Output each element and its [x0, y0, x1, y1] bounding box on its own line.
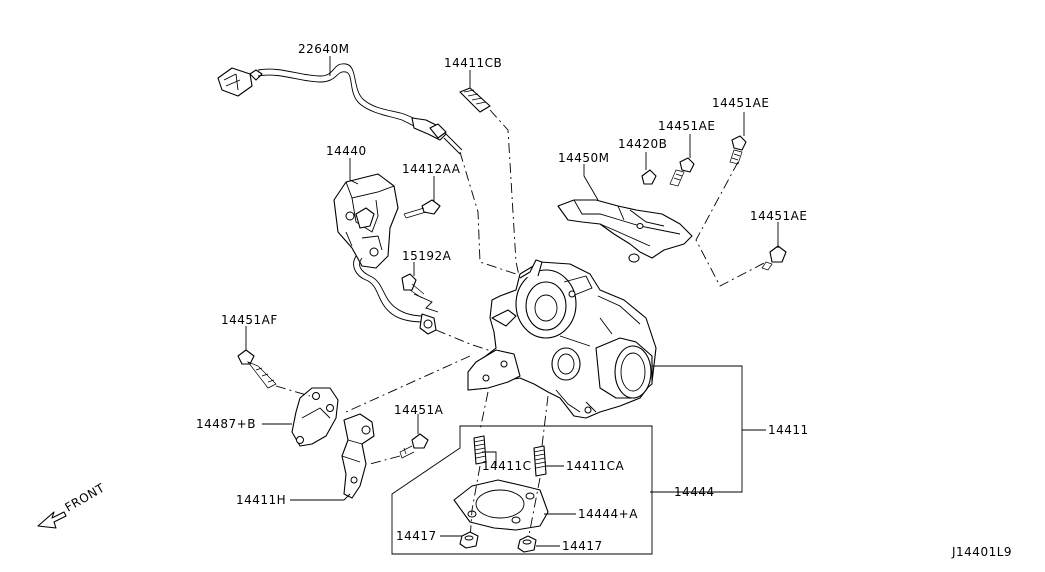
label-gasket[interactable]: 14444+A [578, 507, 638, 521]
actuator-dash-line [435, 329, 495, 353]
label-shield-bolt-3[interactable]: 14451AE [750, 209, 807, 223]
label-sensor[interactable]: 22640M [298, 42, 350, 56]
label-actuator[interactable]: 14440 [326, 144, 367, 158]
gasket-kit-frame [391, 425, 653, 555]
nut-right[interactable] [517, 535, 537, 553]
shield-dash-line [695, 161, 767, 287]
gasket-dash-left [469, 465, 481, 541]
label-heat-shield[interactable]: 14450M [558, 151, 610, 165]
bracket-lower[interactable] [341, 413, 375, 499]
stud-lower-right[interactable] [533, 445, 547, 477]
bracket-bolt-long[interactable] [237, 349, 277, 389]
banjo-bolt[interactable] [401, 273, 425, 299]
banjo-bolt-zigzag [413, 293, 439, 313]
turbo-dash-lower-1 [479, 391, 489, 431]
label-stud-top[interactable]: 14411CB [444, 56, 502, 70]
label-bolt-mid[interactable]: 14451A [394, 403, 444, 417]
label-actuator-bolt[interactable]: 14412AA [402, 162, 461, 176]
diagram-id: J14401L9 [951, 545, 1012, 559]
label-bracket[interactable]: 14487+B [196, 417, 256, 431]
front-label: FRONT [63, 481, 108, 515]
stud-top-dash-line [489, 109, 521, 281]
label-turbocharger[interactable]: 14411 [768, 423, 809, 437]
heat-shield[interactable] [557, 199, 693, 263]
label-bolt-left[interactable]: 14451AF [221, 313, 278, 327]
shield-bolt-left[interactable] [669, 157, 695, 187]
bracket-bolt-dash-line [275, 385, 311, 397]
gasket[interactable] [453, 479, 549, 531]
label-stud-lower-1[interactable]: 14411C [482, 459, 532, 473]
stud-lower-left[interactable] [473, 435, 487, 465]
bracket-bolt-short[interactable] [399, 433, 429, 459]
nut-left[interactable] [459, 531, 479, 549]
shield-bolt-top[interactable] [729, 135, 747, 165]
label-nut-2[interactable]: 14417 [562, 539, 603, 553]
callout-labels: 22640M 14411CB 14440 14412AA 15192A 1445… [196, 42, 1012, 559]
stud-top[interactable] [459, 87, 491, 113]
front-arrow: FRONT [37, 481, 108, 529]
turbocharger[interactable] [467, 259, 657, 419]
label-shield-bolt-1[interactable]: 14451AE [658, 119, 715, 133]
bracket-bolt-short-dash [369, 455, 401, 465]
clip[interactable] [641, 169, 657, 185]
label-clip[interactable]: 14420B [618, 137, 667, 151]
label-stud-lower-2[interactable]: 14411CA [566, 459, 625, 473]
bracket-upper[interactable] [291, 387, 339, 447]
label-bracket-lower[interactable]: 14411H [236, 493, 286, 507]
label-shield-bolt-2[interactable]: 14451AE [712, 96, 769, 110]
leader-lines [245, 56, 779, 547]
turbo-dash-lower-2 [541, 395, 549, 447]
shield-bolt-right[interactable] [761, 245, 787, 271]
label-nut-1[interactable]: 14417 [396, 529, 437, 543]
actuator-bolt[interactable] [403, 199, 441, 219]
exhaust-temperature-sensor[interactable] [217, 63, 463, 155]
sensor-dash-line [459, 151, 529, 279]
actuator[interactable] [333, 173, 437, 335]
label-gasket-kit[interactable]: 14444 [674, 485, 715, 499]
turbo-dash-left [345, 355, 471, 413]
label-banjo-bolt[interactable]: 15192A [402, 249, 452, 263]
